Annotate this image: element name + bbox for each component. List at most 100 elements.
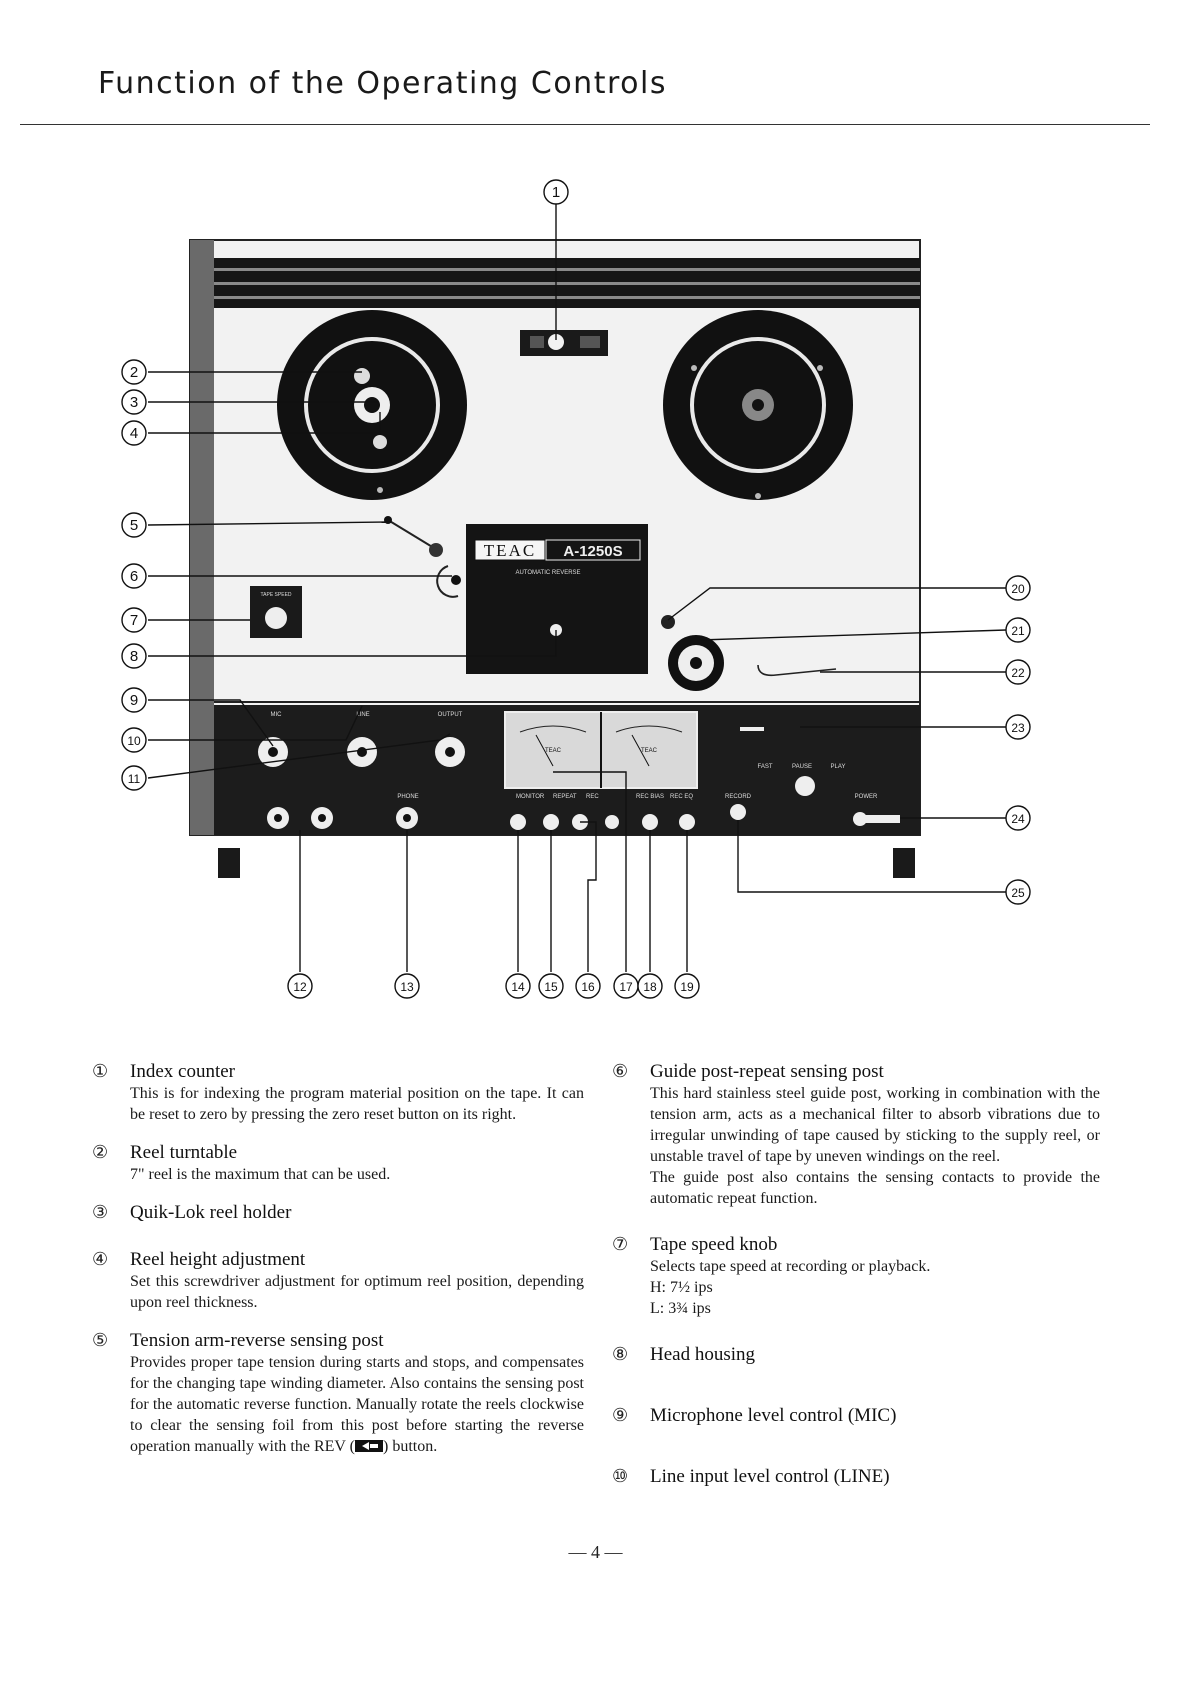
callout-label: 3 xyxy=(130,394,138,411)
callout-label: 7 xyxy=(130,612,138,629)
control-number: ⑥ xyxy=(612,1061,629,1081)
label-fast: FAST xyxy=(757,764,772,770)
front-panel: MIC LINE OUTPUT PHONE TEAC TEAC MONITOR … xyxy=(258,711,900,830)
control-number: ④ xyxy=(92,1249,109,1269)
controls-column-left: ① Index counter This is for indexing the… xyxy=(92,1060,584,1473)
callout-label: 23 xyxy=(1011,721,1025,735)
label-output: OUTPUT xyxy=(438,712,463,718)
rev-button-icon xyxy=(355,1440,383,1452)
control-number: ① xyxy=(92,1061,109,1081)
callout-leader-lines xyxy=(147,204,1007,972)
take-up-reel xyxy=(663,310,853,500)
callout-label: 19 xyxy=(680,980,694,994)
label-power: POWER xyxy=(855,794,878,800)
callout-label: 1 xyxy=(552,184,560,201)
callout-18: 18 xyxy=(637,973,663,999)
label-repeat: REPEAT xyxy=(553,794,577,800)
index-counter-unit xyxy=(520,330,608,356)
callout-label: 24 xyxy=(1011,812,1025,826)
control-item-mic-level: ⑨ Microphone level control (MIC) xyxy=(612,1404,1100,1427)
callout-24: 24 xyxy=(1005,805,1031,831)
callout-17: 17 xyxy=(613,973,639,999)
head-housing: TEAC A-1250S AUTOMATIC REVERSE xyxy=(466,524,648,674)
control-item-guide-post: ⑥ Guide post-repeat sensing post This ha… xyxy=(612,1060,1100,1209)
control-item-index-counter: ① Index counter This is for indexing the… xyxy=(92,1060,584,1125)
control-description: 7" reel is the maximum that can be used. xyxy=(130,1166,391,1183)
control-title: Reel height adjustment xyxy=(130,1249,306,1270)
label-auto-reverse: AUTOMATIC REVERSE xyxy=(515,570,580,576)
callout-5: 5 xyxy=(121,512,147,538)
label-play: PLAY xyxy=(831,764,846,770)
speed-high: H: 7½ ips xyxy=(650,1279,713,1296)
page-number: — 4 — xyxy=(568,1542,623,1562)
label-rec-eq: REC EQ xyxy=(670,794,693,800)
callout-label: 10 xyxy=(127,734,141,748)
callout-3: 3 xyxy=(121,389,147,415)
control-title: Index counter xyxy=(130,1061,235,1082)
control-title: Tape speed knob xyxy=(650,1234,778,1255)
control-description: This is for indexing the program materia… xyxy=(130,1085,584,1123)
label-rec: REC xyxy=(586,794,599,800)
callout-10: 10 xyxy=(121,727,147,753)
callout-label: 20 xyxy=(1011,582,1025,596)
control-item-reel-height: ④ Reel height adjustment Set this screwd… xyxy=(92,1248,584,1313)
control-number: ② xyxy=(92,1142,109,1162)
control-description: Set this screwdriver adjustment for opti… xyxy=(130,1273,584,1311)
callout-7: 7 xyxy=(121,607,147,633)
control-item-head-housing: ⑧ Head housing xyxy=(612,1343,1100,1366)
label-rec-bias: REC BIAS xyxy=(636,794,664,800)
callout-12: 12 xyxy=(287,973,313,999)
callout-label: 13 xyxy=(400,980,414,994)
callout-14: 14 xyxy=(505,973,531,999)
callout-4: 4 xyxy=(121,420,147,446)
callout-15: 15 xyxy=(538,973,564,999)
label-line: LINE xyxy=(356,712,369,718)
tension-arm xyxy=(384,516,461,598)
callout-21: 21 xyxy=(1005,617,1031,643)
control-item-tension-arm: ⑤ Tension arm-reverse sensing post Provi… xyxy=(92,1329,584,1457)
control-item-quik-lok: ③ Quik-Lok reel holder xyxy=(92,1201,584,1232)
callout-label: 14 xyxy=(511,980,525,994)
callout-20: 20 xyxy=(1005,575,1031,601)
callout-13: 13 xyxy=(394,973,420,999)
controls-column-right: ⑥ Guide post-repeat sensing post This ha… xyxy=(612,1060,1100,1504)
control-title: Reel turntable xyxy=(130,1142,238,1163)
label-phone: PHONE xyxy=(397,794,418,800)
callout-label: 4 xyxy=(130,425,138,442)
control-item-reel-turntable: ② Reel turntable 7" reel is the maximum … xyxy=(92,1141,584,1185)
title-rule xyxy=(20,124,1150,125)
tape-speed-knob: TAPE SPEED xyxy=(250,586,302,638)
control-number: ⑦ xyxy=(612,1234,629,1254)
callout-label: 15 xyxy=(544,980,558,994)
label-monitor: MONITOR xyxy=(516,794,545,800)
control-description-extra: The guide post also contains the sensing… xyxy=(650,1169,1100,1207)
callout-label: 18 xyxy=(643,980,657,994)
control-title: Microphone level control (MIC) xyxy=(650,1405,897,1426)
callout-label: 12 xyxy=(293,980,307,994)
control-number: ⑨ xyxy=(612,1405,629,1425)
control-description-text-end: ) button. xyxy=(383,1438,438,1455)
control-description-text: Provides proper tape tension during star… xyxy=(130,1354,584,1455)
control-title: Line input level control (LINE) xyxy=(650,1466,890,1487)
control-title: Tension arm-reverse sensing post xyxy=(130,1330,384,1351)
label-model: A-1250S xyxy=(563,543,622,560)
callout-label: 2 xyxy=(130,364,138,381)
label-meter-brand-right: TEAC xyxy=(641,748,658,754)
callout-19: 19 xyxy=(674,973,700,999)
control-description: Provides proper tape tension during star… xyxy=(130,1352,584,1457)
control-number: ③ xyxy=(92,1202,109,1222)
speed-low: L: 3¾ ips xyxy=(650,1300,711,1317)
callout-1: 1 xyxy=(543,179,569,205)
callout-label: 5 xyxy=(130,517,138,534)
callout-label: 21 xyxy=(1011,624,1025,638)
callout-label: 9 xyxy=(130,692,138,709)
callout-label: 6 xyxy=(130,568,138,585)
control-number: ⑤ xyxy=(92,1330,109,1350)
control-description: Selects tape speed at recording or playb… xyxy=(650,1258,931,1275)
control-title: Guide post-repeat sensing post xyxy=(650,1061,884,1082)
callout-6: 6 xyxy=(121,563,147,589)
callout-9: 9 xyxy=(121,687,147,713)
callout-22: 22 xyxy=(1005,659,1031,685)
pinch-roller xyxy=(661,615,837,691)
